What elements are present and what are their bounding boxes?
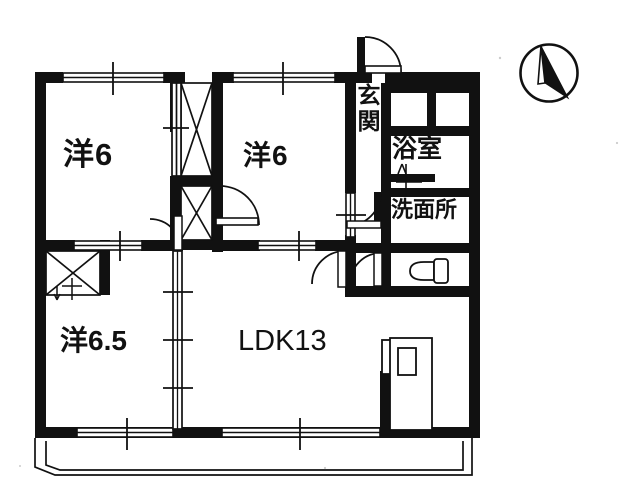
wall-washroom-toilet-divider [381,243,480,253]
door-ldk-to-bedroom [311,250,347,288]
wall-top-mid-stub-b [216,72,234,83]
scan-artifacts [19,56,619,470]
wall-mid-left-b [141,240,183,251]
wall-toilet-bottom [345,286,480,297]
closet-top-lower [180,185,213,241]
closet-left-lower [45,250,101,301]
wall-mid-left-a [35,240,75,251]
closet-group [45,82,213,301]
room-label-genkan: 玄 関 [357,82,381,135]
window-mid-center [257,231,317,261]
door-bedroom-left [149,215,183,251]
wall-kitchen-stub [380,371,390,429]
wall-bath-left-lower [381,133,391,295]
wall-mid-center-b [315,240,347,251]
compass-rose [519,43,579,103]
room-label-yo6-mid: 洋6 [243,140,289,171]
wall-bath-left-upper [381,83,391,133]
window-bottom-ldk [221,418,381,450]
room-label-yo65: 洋6.5 [60,325,127,356]
closet-top-upper [163,82,213,177]
window-top-left [62,62,165,95]
wall-bath-washroom-divider [381,188,480,197]
balcony-outline [34,438,473,476]
door-toilet [349,252,383,287]
bathtub-mark [391,163,435,196]
sliding-door-ldk-bedroom [163,250,193,430]
door-bedroom-mid [213,185,260,226]
wall-mid-center-a [212,240,260,251]
room-label-yokushitsu: 浴室 [392,135,443,163]
wall-shoe-closet-bottom [381,126,480,136]
toilet-fixture [409,258,449,284]
kitchen-counter-fixture [381,337,433,431]
door-group [149,36,402,288]
window-bottom-left [76,418,174,450]
wall-closet-bottom [170,240,223,250]
wall-outer-left [35,72,46,438]
wall-partition-closet-left2 [170,176,181,240]
window-corridor-vertical [336,192,366,238]
window-mid-left [73,231,143,261]
wall-top-mid-stub-c [334,72,360,83]
door-washroom [346,191,382,229]
room-label-ldk: LDK13 [238,325,327,357]
wall-top-right [385,72,480,83]
wall-top-genkan-stub [358,72,372,83]
wall-closet-column-right [212,72,223,252]
room-label-senmenjo: 洗面所 [391,197,458,222]
wall-closet-divider [170,176,223,186]
wall-genkan-left-a [345,83,356,193]
window-top-mid [232,62,336,95]
room-label-yo6-left: 洋6 [63,137,114,172]
wall-outer-right [469,72,480,438]
wall-genkan-left-b [345,235,356,295]
wall-top-left-stub [35,72,63,83]
wall-corridor-stub [356,243,382,253]
door-entrance [357,36,402,74]
wall-shoe-closet-divider [427,83,436,128]
wall-closet-lowerleft-right [100,240,110,295]
window-group [62,62,381,450]
